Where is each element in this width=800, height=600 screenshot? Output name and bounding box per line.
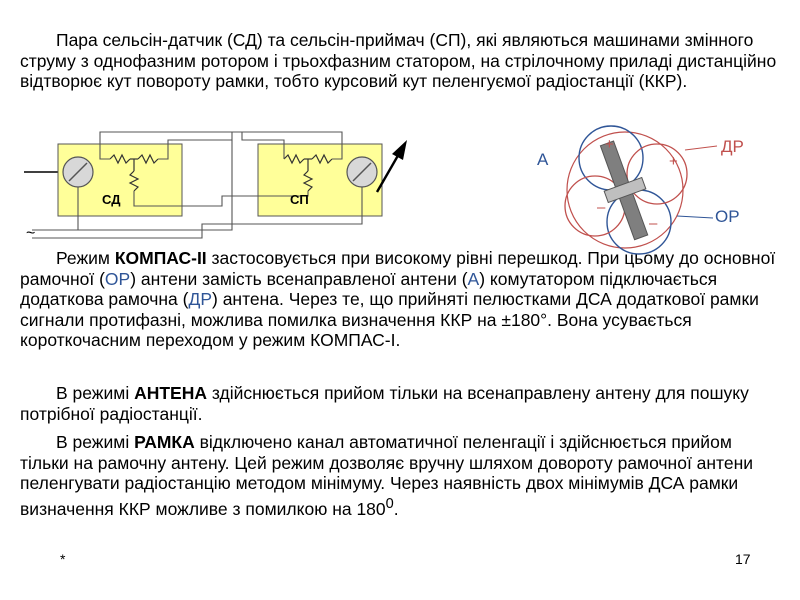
paragraph-intro-text: Пара сельсін-датчик (СД) та сельсін-прий…: [20, 30, 777, 91]
ac-symbol: ~: [26, 225, 35, 242]
mode-compass-ii: КОМПАС-ІІ: [114, 248, 207, 268]
text-fragment: В режимі: [56, 383, 135, 403]
text-fragment: ) комутатором підключається додаткова ра…: [20, 268, 718, 310]
paragraph-antenna: В режимі АНТЕНА здійснюється прийом тіль…: [20, 383, 785, 424]
text-fragment: Режим: [56, 248, 115, 268]
selsyn-diagram: СД СП ~: [24, 131, 407, 242]
label-a: А: [537, 150, 549, 169]
paragraph-intro: Пара сельсін-датчик (СД) та сельсін-прий…: [20, 30, 785, 92]
minus-sign-left: –: [597, 199, 606, 216]
footer-star: *: [60, 551, 66, 567]
mode-frame: РАМКА: [134, 432, 195, 452]
page-number: 17: [735, 551, 751, 567]
term-dr: ДР: [188, 289, 212, 309]
minus-sign-bottom: –: [649, 215, 658, 232]
text-fragment: .: [393, 498, 399, 519]
sp-label: СП: [290, 192, 309, 207]
text-fragment: відключено канал автоматичної пеленгації…: [20, 432, 754, 519]
term-or: ОР: [104, 268, 131, 289]
antenna-pattern-diagram: + + – – А ДР ОР: [537, 125, 744, 255]
paragraph-frame: В режимі РАМКА відключено канал автомати…: [20, 432, 785, 519]
plus-sign-right: +: [669, 153, 678, 170]
text-fragment: застосовується при високому рівні перешк…: [20, 248, 776, 289]
label-dr: ДР: [721, 137, 744, 156]
label-or: ОР: [715, 207, 740, 226]
plus-sign-top: +: [605, 136, 614, 153]
term-a: А: [467, 268, 480, 289]
text-fragment: здійснюється прийом тільки на всенаправл…: [20, 383, 749, 424]
mode-antenna: АНТЕНА: [134, 383, 207, 403]
text-fragment: В режимі: [56, 432, 135, 452]
sd-label: СД: [102, 192, 121, 207]
text-fragment: ) антени замість всенаправленої антени (: [130, 268, 468, 289]
paragraph-compass-ii: Режим КОМПАС-ІІ застосовується при висок…: [20, 248, 785, 351]
degree-superscript: 0: [385, 495, 394, 512]
text-fragment: ) антена. Через те, що прийняті пелюстка…: [20, 289, 759, 350]
